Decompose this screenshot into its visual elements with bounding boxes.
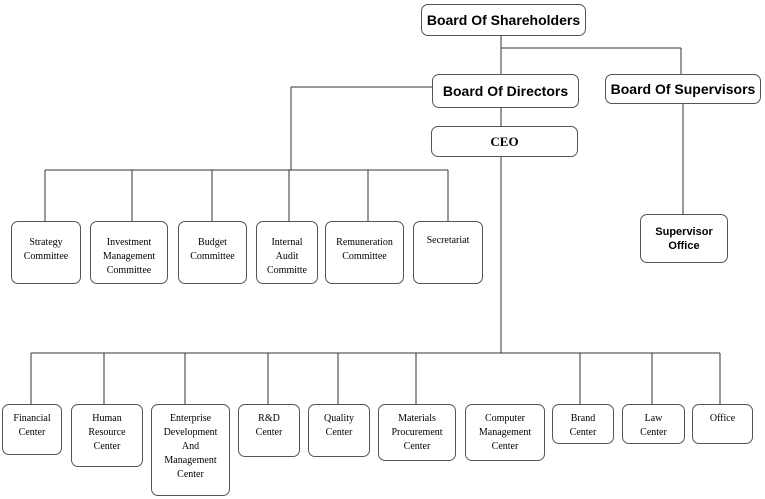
center-box: Law Center (622, 404, 685, 444)
supervisor-office-label: Supervisor Office (655, 225, 713, 252)
board-of-shareholders-label: Board Of Shareholders (426, 12, 581, 28)
center-label: Enterprise Development And Management Ce… (163, 413, 218, 480)
center-box: Human Resource Center (71, 404, 143, 467)
committee-box: Internal Audit Committe (256, 221, 318, 284)
committee-box: Remuneration Committee (325, 221, 404, 284)
ceo-label: CEO (490, 133, 519, 149)
supervisor-office-box: Supervisor Office (640, 214, 728, 263)
committee-label: Remuneration Committee (336, 237, 393, 262)
committee-label: Internal Audit Committe (267, 237, 307, 276)
center-label: Financial Center (13, 413, 51, 438)
committee-label: Investment Management Committee (102, 237, 156, 276)
center-label: Human Resource Center (88, 413, 126, 452)
committee-label: Strategy Committee (23, 237, 69, 262)
committee-box: Strategy Committee (11, 221, 81, 284)
committee-box: Secretariat (413, 221, 483, 284)
ceo-box: CEO (431, 126, 578, 157)
center-label: Materials Procurement Center (391, 413, 443, 452)
center-box: Quality Center (308, 404, 370, 457)
committee-box: Investment Management Committee (90, 221, 168, 284)
board-of-supervisors-label: Board Of Supervisors (610, 81, 756, 97)
center-box: R&D Center (238, 404, 300, 457)
center-box: Computer Management Center (465, 404, 545, 461)
center-box: Financial Center (2, 404, 62, 455)
board-of-directors-label: Board Of Directors (442, 83, 569, 99)
center-box: Office (692, 404, 753, 444)
center-box: Materials Procurement Center (378, 404, 456, 461)
center-label: Computer Management Center (478, 413, 532, 452)
board-of-supervisors-box: Board Of Supervisors (605, 74, 761, 104)
board-of-directors-box: Board Of Directors (432, 74, 579, 108)
center-label: R&D Center (255, 413, 283, 438)
center-box: Enterprise Development And Management Ce… (151, 404, 230, 496)
committee-label: Secretariat (426, 235, 470, 246)
center-label: Law Center (640, 413, 667, 438)
center-label: Office (709, 413, 736, 424)
committee-label: Budget Committee (190, 237, 235, 262)
center-label: Quality Center (324, 413, 354, 438)
center-label: Brand Center (569, 413, 597, 438)
center-box: Brand Center (552, 404, 614, 444)
committee-box: Budget Committee (178, 221, 247, 284)
board-of-shareholders-box: Board Of Shareholders (421, 4, 586, 36)
